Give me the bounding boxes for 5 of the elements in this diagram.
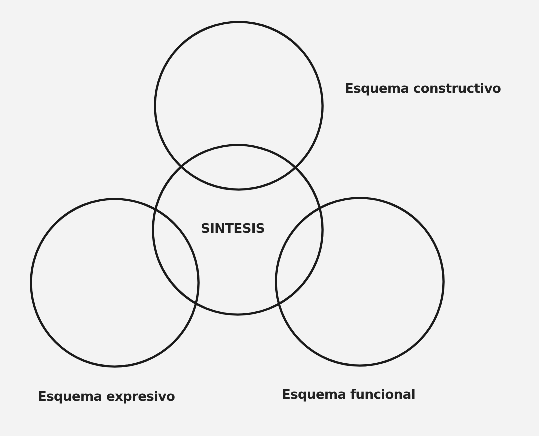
circle-label: SINTESIS [201, 222, 265, 237]
circle-label: Esquema expresivo [38, 390, 176, 405]
circle-label: Esquema funcional [282, 388, 416, 403]
circle-label: Esquema constructivo [345, 82, 502, 97]
venn-circle [152, 144, 324, 316]
